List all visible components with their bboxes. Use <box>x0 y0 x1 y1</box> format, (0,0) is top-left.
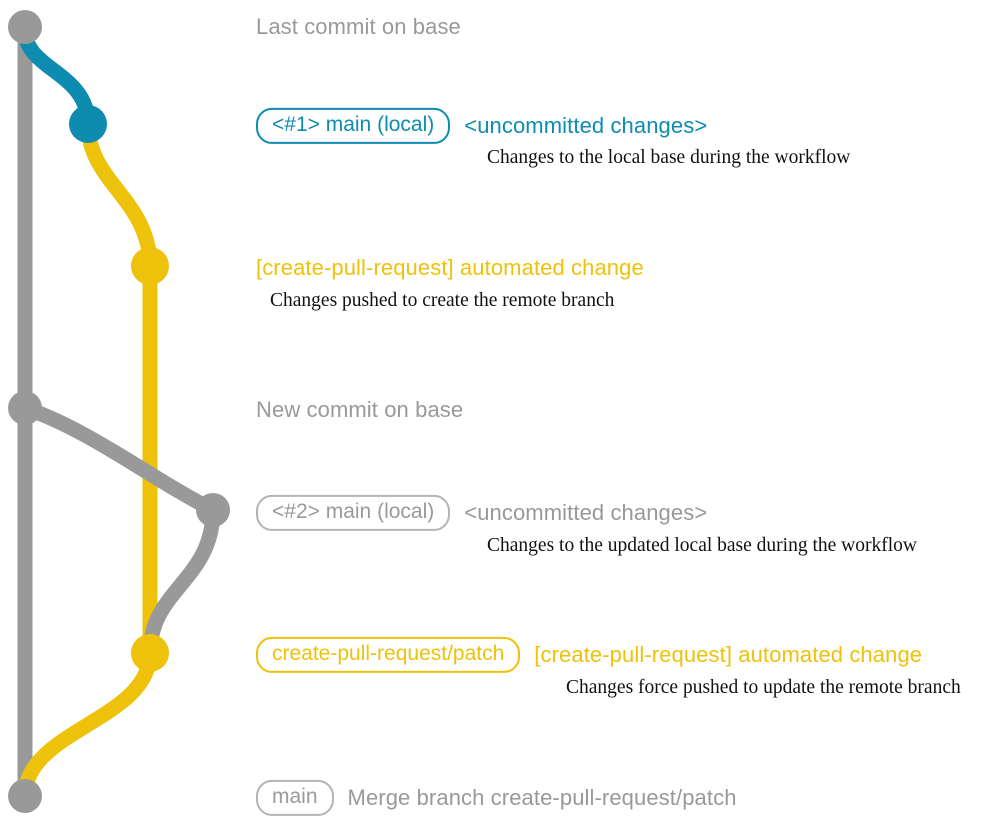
commit-title: <uncommitted changes> <box>464 112 708 138</box>
patch-branch-line-upper <box>80 116 158 274</box>
commit-title: [create-pull-request] automated change <box>256 254 644 280</box>
commit-title: Last commit on base <box>256 13 461 39</box>
commit-node-new-commit-on-base[interactable] <box>8 391 42 425</box>
commit-row-new-commit-on-base: New commit on base <box>256 397 463 423</box>
commit-node-automated-change-create[interactable] <box>131 247 169 285</box>
commit-row-local-main-2: <#2> main (local) <uncommitted changes> <box>256 494 708 532</box>
branch-label-pill-main-local-1[interactable]: <#1> main (local) <box>256 107 451 145</box>
commit-node-local-main-2[interactable] <box>196 493 230 527</box>
commit-description: Changes force pushed to update the remot… <box>566 677 961 698</box>
commit-title: New commit on base <box>256 396 464 422</box>
commit-node-last-commit-on-base[interactable] <box>8 10 42 44</box>
patch-merge-line <box>17 645 158 804</box>
commit-row-last-commit-on-base: Last commit on base <box>256 14 461 40</box>
local-merge-into-patch-line <box>142 502 221 661</box>
commit-node-local-main-1[interactable] <box>69 105 107 143</box>
commit-title: Merge branch create-pull-request/patch <box>347 784 737 810</box>
commit-row-merge-commit: main Merge branch create-pull-request/pa… <box>256 779 737 817</box>
commit-description: Changes pushed to create the remote bran… <box>270 290 615 311</box>
branch-label-pill-main[interactable]: main <box>256 779 334 817</box>
commit-node-automated-change-update[interactable] <box>131 634 169 672</box>
branch-label-pill-create-pull-request-patch[interactable]: create-pull-request/patch <box>256 636 521 674</box>
commit-row-local-main-1: <#1> main (local) <uncommitted changes> <box>256 107 708 145</box>
local-branch-line-gray <box>17 400 221 518</box>
commit-row-automated-change-update: create-pull-request/patch [create-pull-r… <box>256 636 923 674</box>
commit-row-automated-change-create: [create-pull-request] automated change <box>256 255 644 281</box>
commit-description: Changes to the updated local base during… <box>487 535 917 556</box>
commit-title: [create-pull-request] automated change <box>534 641 923 667</box>
commit-description: Changes to the local base during the wor… <box>487 147 851 168</box>
commit-title: <uncommitted changes> <box>464 499 708 525</box>
commit-node-merge-commit[interactable] <box>8 779 42 813</box>
branch-label-pill-main-local-2[interactable]: <#2> main (local) <box>256 494 451 532</box>
